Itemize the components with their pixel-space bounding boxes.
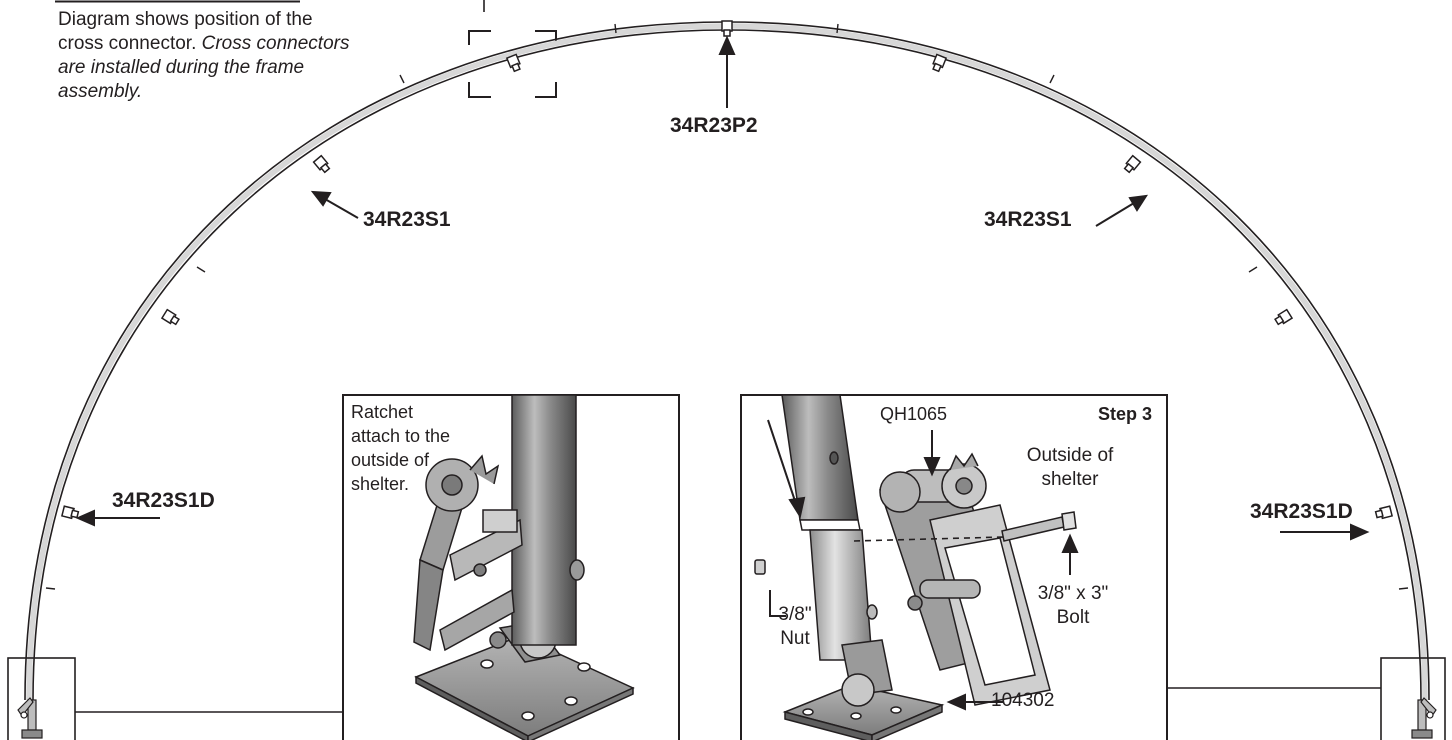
intro-line-2-italic: Cross connectors [201, 33, 350, 54]
step-label: Step 3 [1098, 404, 1153, 424]
base-plate-part-label: 104302 [991, 690, 1055, 711]
ratchet-part-label: QH1065 [880, 404, 948, 424]
left-base-ratchet-glyph [17, 697, 43, 739]
right-base-ratchet-glyph [1411, 697, 1437, 739]
part-label-lower-left: 34R23S1D [112, 489, 215, 512]
arch-joint-seams [45, 23, 1409, 590]
intro-line-2-plain: cross connector. [58, 33, 202, 54]
right-base-inset-box [1380, 657, 1446, 740]
nut-label: 3/8" Nut [778, 604, 812, 649]
ratchet-caption: Ratchet attach to the outside of shelter… [351, 402, 451, 494]
arch-cross-connectors [61, 20, 1393, 520]
intro-line-4: assembly. [58, 81, 143, 102]
outside-of-shelter-label: Outside of shelter [1026, 445, 1114, 490]
intro-line-3: are installed during the frame [58, 57, 305, 78]
part-label-upper-left: 34R23S1 [363, 208, 451, 231]
arch-pointer-arrows [75, 35, 1370, 541]
intro-line-1: Diagram shows position of the [58, 9, 313, 30]
intro-note: Diagram shows position of the cross conn… [58, 8, 349, 104]
part-label-upper-right: 34R23S1 [984, 208, 1072, 231]
bolt-label: 3/8" x 3" Bolt [1037, 583, 1109, 628]
assembly-step-illustration [754, 394, 1079, 740]
part-label-top: 34R23P2 [670, 114, 758, 137]
cross-connector-focus-bracket [468, 30, 557, 98]
left-base-inset-box [7, 657, 76, 740]
part-label-lower-right: 34R23S1D [1250, 500, 1353, 523]
intro-line-2: cross connector. Cross connectors [58, 32, 349, 56]
ratchet-detail-illustration [413, 394, 635, 740]
